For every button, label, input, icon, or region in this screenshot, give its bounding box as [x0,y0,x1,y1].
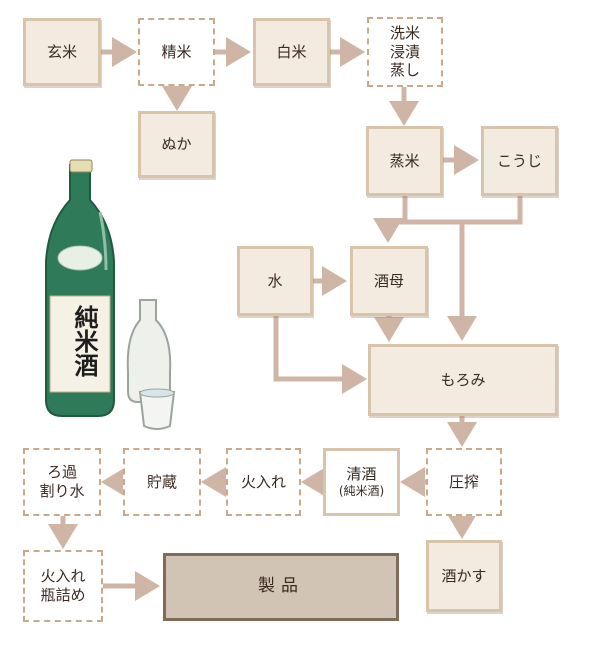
node-product: 製品 [163,553,399,621]
node-chozo: 貯蔵 [123,448,201,516]
node-seishu: 清酒 (純米酒) [323,448,400,516]
node-hakumai: 白米 [253,18,330,86]
node-nuka: ぬか [138,111,215,178]
sake-bottle-illustration [45,159,176,430]
bottle-label-text: 純米酒 [70,305,99,377]
node-mizu: 水 [237,246,313,316]
node-jomai: 蒸米 [366,126,443,196]
node-hiire: 火入れ [226,448,301,516]
line-koji-moromi [402,196,523,225]
bottle-cap [69,159,93,173]
node-seimai: 精米 [138,18,215,86]
node-genmai: 玄米 [23,18,101,86]
node-moromi: もろみ [368,344,558,416]
node-shubo: 酒母 [350,246,428,316]
arrow-jomai-shubo [373,218,405,243]
node-wash-steam: 洗米 浸漬 蒸し [367,17,443,87]
bottle-neck-label [57,245,103,271]
tokkuri-flask [126,299,172,403]
node-seishu-label: 清酒 [346,465,377,484]
node-koji: こうじ [481,126,558,196]
choko-cup [138,391,176,430]
arrow-mizu-moromi [273,316,367,394]
bottle-label [49,295,111,393]
node-seishu-sublabel: (純米酒) [338,483,385,498]
node-sakekasu: 酒かす [426,540,502,612]
node-bottling: 火入れ 瓶詰め [23,550,103,622]
node-filtering: ろ過 割り水 [23,448,101,516]
node-assaku: 圧搾 [426,448,502,516]
